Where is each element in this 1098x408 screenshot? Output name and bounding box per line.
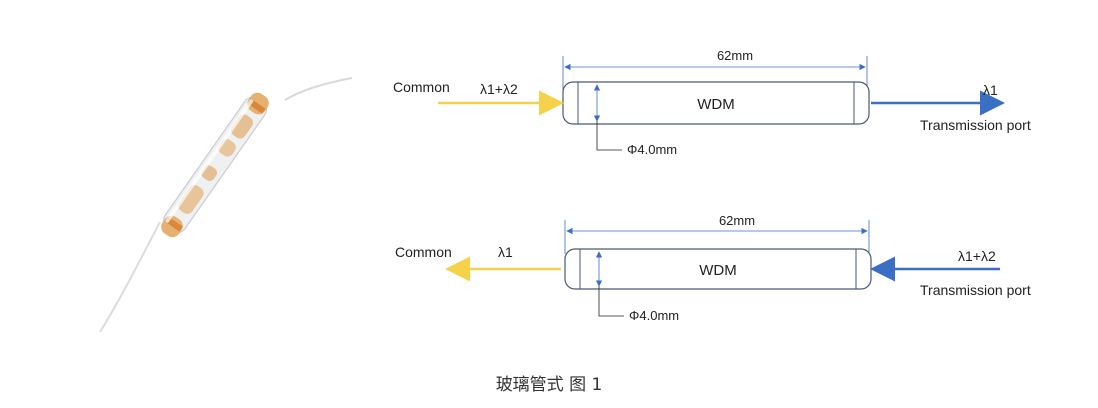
fiber-lower	[99, 221, 161, 333]
left-port-label: Common	[395, 244, 452, 260]
glass-tube-wdm-photo	[99, 77, 353, 333]
diagram-top: 62mm WDM Φ4.0mm Common λ1+λ2 λ1 Transmis…	[393, 48, 1031, 157]
device-label: WDM	[699, 262, 737, 279]
right-signal-label: λ1+λ2	[958, 248, 996, 264]
left-signal-label: λ1+λ2	[480, 81, 518, 97]
fiber-upper	[284, 77, 353, 101]
right-port-label: Transmission port	[920, 282, 1031, 298]
right-port-label: Transmission port	[920, 117, 1031, 133]
length-label: 62mm	[719, 213, 755, 228]
right-signal-label: λ1	[983, 82, 998, 98]
glass-tube	[163, 96, 267, 234]
diameter-label: Φ4.0mm	[629, 308, 679, 323]
length-label: 62mm	[717, 48, 753, 63]
device-label: WDM	[697, 96, 735, 113]
figure-caption: 玻璃管式 图 1	[495, 375, 603, 395]
diameter-label: Φ4.0mm	[627, 142, 677, 157]
inner-component-1	[178, 184, 204, 214]
left-port-label: Common	[393, 79, 450, 95]
wdm-diagrams: 62mm WDM Φ4.0mm Common λ1+λ2 λ1 Transmis…	[393, 48, 1031, 323]
diagram-bottom: 62mm WDM Φ4.0mm Common λ1 λ1+λ2 Transmis…	[395, 213, 1031, 323]
left-signal-label: λ1	[498, 244, 513, 260]
